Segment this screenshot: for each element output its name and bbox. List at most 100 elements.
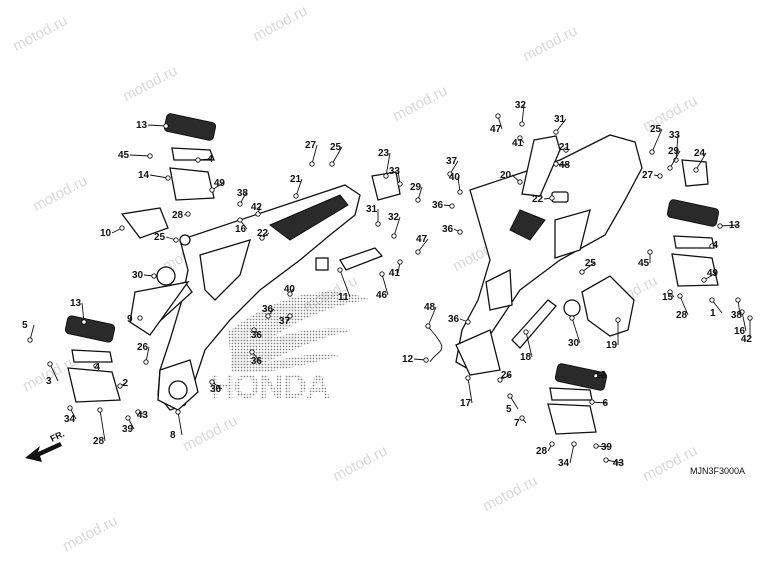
left-fastener [397, 259, 403, 265]
right-part-number-label: 4 [712, 240, 718, 251]
right-hose-12 [427, 325, 443, 363]
left-footpeg-upper [163, 113, 217, 201]
front-direction-arrow: FR. [25, 429, 66, 462]
right-part-number-label: 24 [694, 148, 706, 159]
left-fastener [209, 379, 215, 385]
left-part-number-label: 41 [389, 268, 401, 279]
left-part-number-label: 14 [138, 170, 150, 181]
right-part-number-label: 12 [402, 354, 414, 365]
left-heel-guard-23 [315, 171, 401, 271]
left-leader-line [393, 216, 401, 237]
right-part-number-label: 6 [602, 398, 608, 409]
right-leader-line [669, 150, 681, 169]
right-leader-line [695, 152, 707, 171]
right-fastener [563, 147, 569, 153]
right-fastener [647, 249, 653, 255]
left-fastener [147, 153, 153, 159]
left-leader-line [385, 152, 391, 177]
left-part-number-label: 26 [137, 342, 149, 353]
left-part-number-label: 16 [235, 224, 247, 235]
right-fastener [549, 195, 555, 201]
right-guard-19 [511, 275, 635, 349]
left-leader-line [49, 363, 59, 382]
right-fastener [717, 223, 723, 229]
left-fastener [329, 161, 335, 167]
left-part-number-label: 4 [94, 362, 100, 373]
right-fastener [507, 393, 513, 399]
left-leader-line [147, 124, 167, 127]
left-part-number-label: 13 [70, 298, 82, 309]
right-part-number-label: 28 [676, 310, 688, 321]
right-fastener [495, 113, 501, 119]
left-fastener [259, 235, 265, 241]
left-fastener [97, 407, 103, 413]
right-leader-line [571, 317, 581, 344]
right-fastener [579, 269, 585, 275]
left-fastener [415, 249, 421, 255]
right-fastener [709, 297, 715, 303]
left-part-number-label: 40 [284, 284, 296, 295]
left-fastener [379, 271, 385, 277]
right-part-number-label: 20 [500, 170, 512, 181]
right-part-number-label: 48 [559, 160, 571, 171]
right-part-number-label: 32 [515, 100, 527, 111]
right-fastener [589, 399, 595, 405]
right-fastener [571, 441, 577, 447]
left-fastener [165, 175, 171, 181]
left-part-number-label: 36 [251, 330, 263, 341]
left-part-number-label: 36 [251, 356, 263, 367]
left-part-number-label: 28 [172, 210, 184, 221]
left-fastener [119, 225, 125, 231]
left-leader-line [99, 409, 106, 442]
left-part-number-label: 47 [416, 234, 428, 245]
right-leader-line [651, 128, 663, 153]
right-fastener [517, 179, 523, 185]
left-leader-line [81, 302, 85, 323]
left-fastener [293, 193, 299, 199]
right-part-number-label: 21 [559, 142, 571, 153]
right-footpeg-lower [547, 363, 608, 435]
left-fastener [309, 161, 315, 167]
right-part-number-label: 17 [460, 398, 472, 409]
right-fastener [517, 135, 523, 141]
left-leader-line [295, 178, 303, 197]
left-part-number-label: 28 [93, 436, 105, 447]
left-fastener [117, 383, 123, 389]
right-part-number-label: 26 [501, 370, 513, 381]
right-part-number-label: 28 [536, 446, 548, 457]
left-fastener [251, 327, 257, 333]
right-fastener [693, 167, 699, 173]
right-fastener [615, 317, 621, 323]
left-part-number-label: 22 [257, 228, 269, 239]
left-part-number-label: 39 [122, 424, 134, 435]
right-leader-line [605, 459, 623, 464]
right-part-number-label: 16 [734, 326, 746, 337]
left-fastener [337, 267, 343, 273]
left-leader-line [339, 269, 351, 298]
right-part-number-label: 25 [585, 258, 597, 269]
left-part-number-label: 8 [170, 430, 176, 441]
right-fastener [739, 309, 745, 315]
right-fastener [523, 329, 529, 335]
right-leader-line [711, 299, 723, 314]
right-part-number-label: 36 [448, 314, 460, 325]
left-leader-line [331, 146, 343, 165]
left-fastener [81, 319, 87, 325]
right-part-number-label: 37 [446, 156, 458, 167]
left-fastener [137, 315, 143, 321]
left-part-number-label: 36 [210, 384, 222, 395]
left-fastener [151, 273, 157, 279]
left-part-number-label: 27 [305, 140, 317, 151]
right-fastener [497, 377, 503, 383]
left-part-number-label: 34 [64, 414, 76, 425]
right-part-number-label: 18 [520, 352, 532, 363]
right-fastener [449, 203, 455, 209]
right-fastener [457, 229, 463, 235]
right-fastener [649, 149, 655, 155]
right-fastener [549, 441, 555, 447]
honda-logo-text: HONDA [210, 368, 330, 406]
left-part-number-label: 33 [389, 166, 401, 177]
honda-wing-logo: HONDA [210, 291, 372, 406]
right-fastener [677, 293, 683, 299]
